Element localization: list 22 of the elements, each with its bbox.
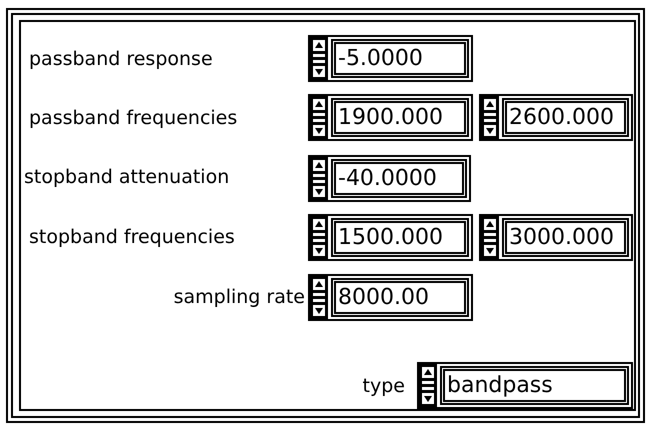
numeric-control: [479, 94, 633, 141]
control-label: stopband attenuation: [24, 166, 230, 188]
control-label: type: [362, 375, 405, 397]
value-field: 8000.00: [331, 278, 469, 317]
value-field: -40.0000: [331, 159, 467, 198]
value-field: bandpass: [440, 366, 629, 405]
control-label: passband frequencies: [29, 107, 238, 129]
control-label: stopband frequencies: [29, 226, 235, 248]
numeric-control: [308, 35, 473, 82]
numeric-control: [308, 274, 473, 321]
value-field: 1900.000: [331, 98, 469, 137]
control-label: passband response: [29, 48, 213, 70]
numeric-control: [308, 214, 473, 261]
value-field: 1500.000: [331, 218, 469, 257]
numeric-control: [479, 214, 633, 261]
numeric-control: [308, 94, 473, 141]
value-field: 2600.000: [502, 98, 629, 137]
control-label: sampling rate: [174, 286, 305, 308]
value-field: -5.0000: [331, 39, 469, 78]
numeric-control: [308, 155, 471, 202]
numeric-control: [417, 362, 633, 409]
value-field: 3000.000: [502, 218, 629, 257]
